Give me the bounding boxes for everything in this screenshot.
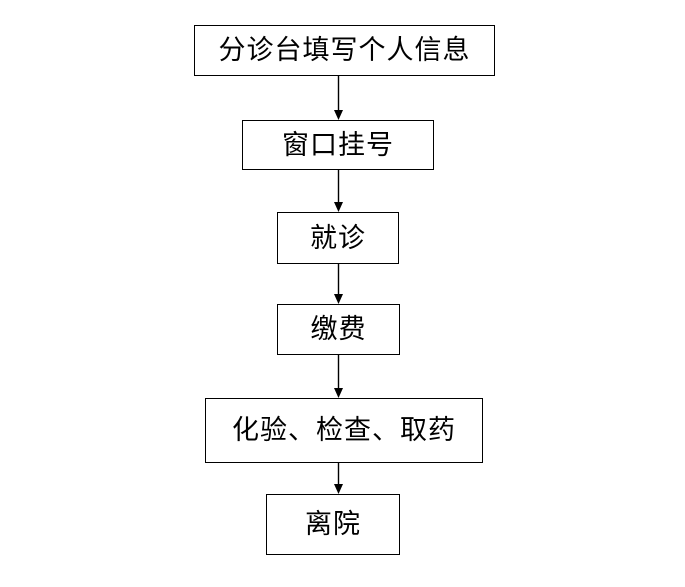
flow-arrow-3 <box>333 264 344 304</box>
flow-node-1[interactable]: 分诊台填写个人信息 <box>194 25 495 76</box>
flow-node-6-label: 离院 <box>305 509 361 540</box>
flow-node-3-label: 就诊 <box>310 222 366 254</box>
flow-node-5[interactable]: 化验、检查、取药 <box>205 398 483 463</box>
flow-arrow-4 <box>333 355 344 398</box>
flow-node-2[interactable]: 窗口挂号 <box>242 120 434 170</box>
flow-arrow-5 <box>333 463 344 494</box>
flow-node-6[interactable]: 离院 <box>266 494 400 555</box>
flow-arrow-1 <box>333 76 344 120</box>
flow-node-4-label: 缴费 <box>310 314 367 345</box>
flow-node-5-label: 化验、检查、取药 <box>232 415 456 446</box>
flow-node-3[interactable]: 就诊 <box>277 212 399 264</box>
flow-node-1-label: 分诊台填写个人信息 <box>218 35 471 66</box>
flow-node-2-label: 窗口挂号 <box>282 129 394 161</box>
flow-node-4[interactable]: 缴费 <box>277 304 400 355</box>
flow-arrow-2 <box>333 170 344 212</box>
